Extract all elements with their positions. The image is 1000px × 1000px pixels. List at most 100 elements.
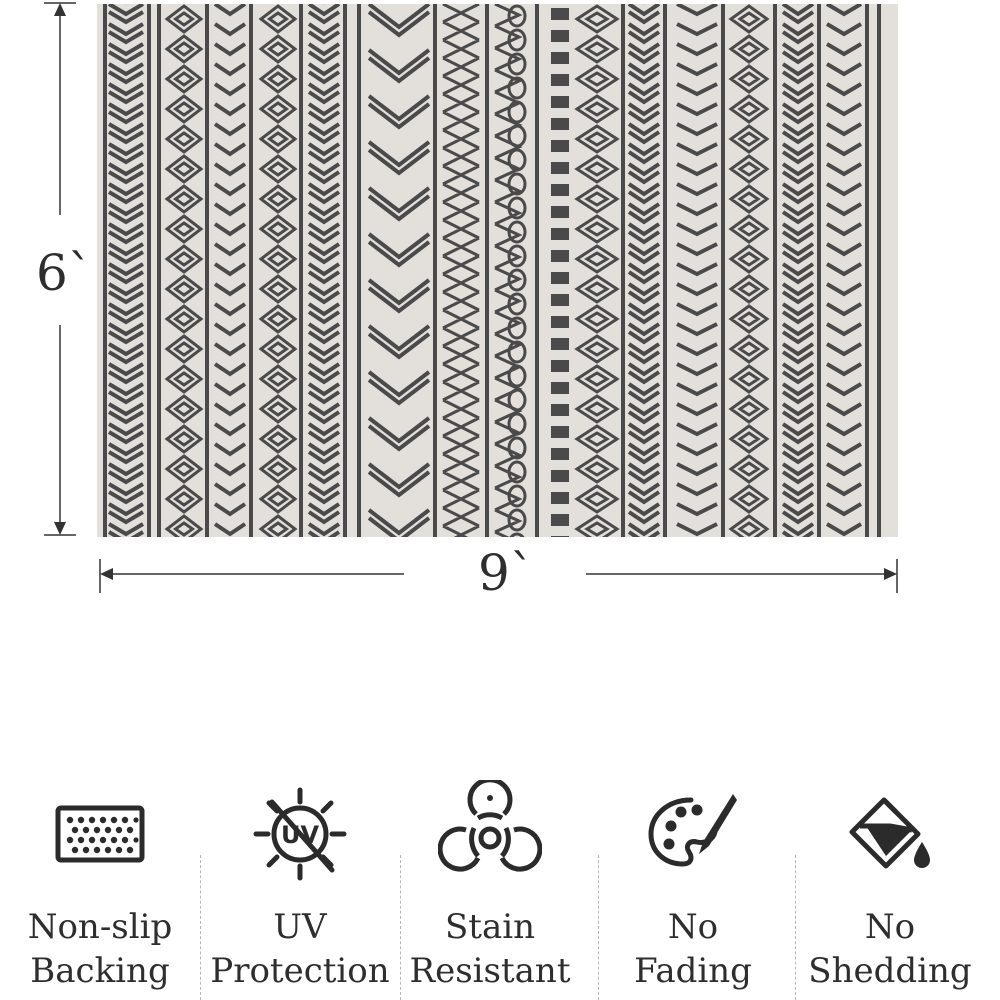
feature-label: UV Protection: [200, 905, 400, 993]
rug-motif: [213, 4, 247, 537]
rug-motif: [507, 28, 527, 52]
rug-motif: [551, 360, 569, 372]
rug-motif: [507, 4, 527, 28]
rug-motif: [551, 162, 569, 174]
rug-motif: [507, 292, 527, 316]
rug-motif: [728, 4, 770, 537]
rug-motif: [107, 4, 145, 537]
feature-no-fading: No Fading: [593, 760, 793, 1000]
uv-protection-icon: UV: [253, 787, 347, 881]
rug-motif: [507, 484, 527, 508]
rug-motif: [551, 250, 569, 262]
rug-motif: [551, 316, 569, 328]
rug-motif: [299, 4, 303, 537]
width-dimension-arrow: [99, 559, 898, 593]
rug-motif: [442, 4, 480, 537]
feature-label-line1: No: [667, 907, 719, 947]
rug-motif: [357, 4, 361, 537]
width-label: 9`: [478, 544, 535, 602]
rug-motif: [507, 412, 527, 436]
feature-divider: [598, 855, 599, 1000]
rug-motif: [551, 96, 569, 108]
rug-motif: [877, 4, 881, 537]
rug-motif: [551, 338, 569, 350]
feature-label: Stain Resistant: [390, 905, 590, 993]
rug-motif: [865, 4, 869, 537]
rug-motif: [817, 4, 821, 537]
rug-motif: [825, 4, 863, 537]
rug-motif: [507, 460, 527, 484]
feature-label-line2: Fading: [634, 951, 752, 991]
feature-label: No Fading: [593, 905, 793, 993]
rug-motif: [551, 52, 569, 64]
rug-motif: [433, 4, 437, 537]
rug-motif: [551, 514, 569, 526]
rug-motif: [551, 228, 569, 240]
rug-motif: [509, 532, 525, 537]
rug-motif: [676, 4, 718, 537]
rug-motif: [205, 4, 209, 537]
rug-motif: [773, 4, 777, 537]
svg-text:UV: UV: [281, 821, 319, 849]
rug-motif: [551, 470, 569, 482]
rug-motif: [551, 8, 569, 20]
feature-non-slip: Non-slip Backing: [0, 760, 200, 1000]
rug-motif: [307, 4, 341, 537]
rug-motif: [507, 220, 527, 244]
feature-label-line1: No: [864, 907, 916, 947]
feature-label-line1: Stain: [445, 907, 535, 947]
rug-motif: [157, 4, 161, 537]
rug-motif: [164, 4, 204, 537]
rug-motif: [551, 30, 569, 42]
rug-motif: [507, 436, 527, 460]
feature-label-line1: UV: [273, 907, 327, 947]
rug-motif: [507, 340, 527, 364]
rug-motif: [551, 272, 569, 284]
rug-motif: [507, 148, 527, 172]
rug-motif: [507, 76, 527, 100]
rug-motif: [258, 4, 298, 537]
rug-motif: [507, 388, 527, 412]
rug-motif: [507, 100, 527, 124]
feature-label: No Shedding: [790, 905, 990, 993]
rug-motif: [551, 74, 569, 86]
rug-motif: [147, 4, 151, 537]
rug-motif: [507, 508, 527, 532]
rug-motif: [551, 184, 569, 196]
feature-label-line1: Non-slip: [27, 907, 173, 947]
rug-motif: [551, 118, 569, 130]
rug-motif: [551, 492, 569, 504]
rug-pattern: [103, 4, 881, 537]
rug-motif: [551, 426, 569, 438]
feature-label-line2: Shedding: [808, 951, 972, 991]
feature-label-line2: Resistant: [409, 951, 571, 991]
rug-motif: [507, 172, 527, 196]
rug-motif: [721, 4, 725, 537]
feature-divider: [795, 855, 796, 1000]
feature-label-line2: Backing: [30, 951, 170, 991]
feature-stain-resistant: Stain Resistant: [390, 760, 590, 1000]
feature-label: Non-slip Backing: [0, 905, 200, 993]
rug-motif: [551, 448, 569, 460]
rug-motif: [621, 4, 625, 537]
rug-motif: [507, 196, 527, 220]
rug-motif: [663, 4, 667, 537]
rug-motif: [507, 244, 527, 268]
rug-motif: [507, 52, 527, 76]
rug-motif: [485, 4, 489, 537]
rug-motif: [343, 4, 347, 537]
palette-icon: [648, 794, 737, 867]
rug-motif: [781, 4, 815, 537]
rug-motif: [551, 536, 569, 537]
height-label: 6`: [36, 244, 93, 302]
non-slip-grid-icon: [55, 805, 145, 863]
feature-divider: [400, 855, 401, 1000]
biohazard-icon: [438, 780, 542, 872]
rug-motif: [551, 294, 569, 306]
feature-label-line2: Protection: [210, 951, 390, 991]
rug-motif: [507, 268, 527, 292]
feature-divider: [200, 855, 201, 1000]
rug-motif: [507, 364, 527, 388]
feature-uv-protection: UV UV Protection: [200, 760, 400, 1000]
rug-motif: [627, 4, 661, 537]
